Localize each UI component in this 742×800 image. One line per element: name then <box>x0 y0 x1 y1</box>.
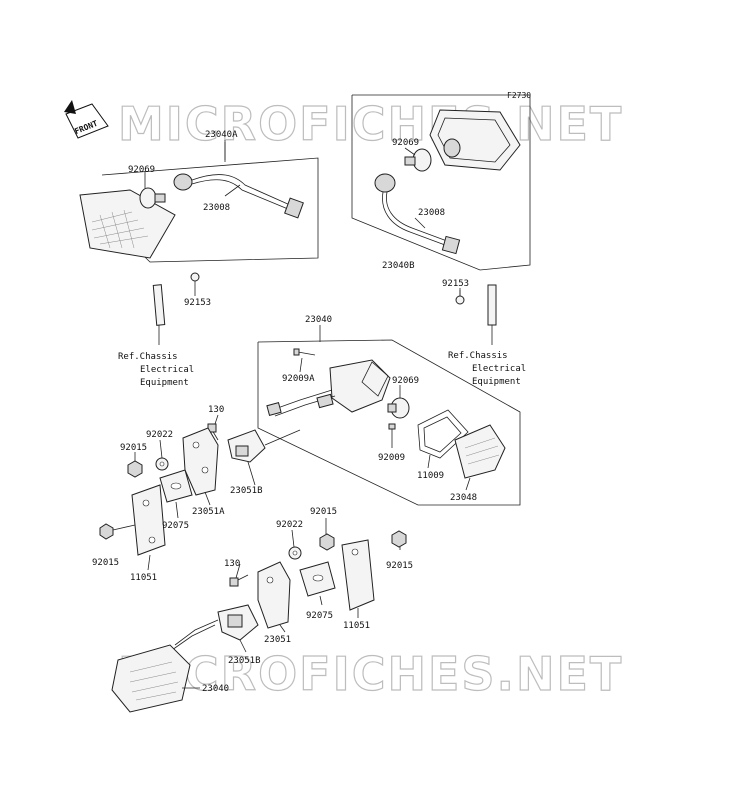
label-11009: 11009 <box>417 471 444 481</box>
label-92015-a: 92015 <box>120 443 147 453</box>
label-92069-b: 92069 <box>392 138 419 148</box>
svg-text:Electrical: Electrical <box>472 364 526 374</box>
label-92022-a: 92022 <box>146 430 173 440</box>
label-23040-top: 23040 <box>305 315 332 325</box>
label-23051A: 23051A <box>192 507 225 517</box>
ref-note-right: Ref.Chassis Electrical Equipment <box>448 351 526 387</box>
svg-text:Equipment: Equipment <box>472 377 521 387</box>
label-92015-b: 92015 <box>92 558 119 568</box>
label-130-a: 130 <box>208 405 224 415</box>
leader-lines <box>134 140 471 653</box>
label-23051B-a: 23051B <box>230 486 263 496</box>
figure-code: F2730 <box>507 91 531 100</box>
svg-text:Ref.Chassis: Ref.Chassis <box>118 352 178 362</box>
label-92009: 92009 <box>378 453 405 463</box>
watermark-top: MICROFICHES.NET <box>118 97 623 151</box>
label-23008-a: 23008 <box>203 203 230 213</box>
label-11051-a: 11051 <box>130 573 157 583</box>
label-92069-c: 92069 <box>392 376 419 386</box>
mount-bracket-upper <box>99 423 219 556</box>
label-92009A: 92009A <box>282 374 315 384</box>
label-11051-b: 11051 <box>343 621 370 631</box>
label-23051: 23051 <box>264 635 291 645</box>
label-92022-b: 92022 <box>276 520 303 530</box>
label-92153-b: 92153 <box>442 279 469 289</box>
left-rear-light-assembly <box>79 142 319 345</box>
label-23048: 23048 <box>450 493 477 503</box>
label-92075-b: 92075 <box>306 611 333 621</box>
front-arrow-icon: FRONT <box>64 100 109 139</box>
label-92069-a: 92069 <box>128 165 155 175</box>
label-23008-b: 23008 <box>418 208 445 218</box>
label-92075-a: 92075 <box>162 521 189 531</box>
label-23040-bottom: 23040 <box>202 684 229 694</box>
svg-text:Equipment: Equipment <box>140 378 189 388</box>
svg-text:Ref.Chassis: Ref.Chassis <box>448 351 508 361</box>
watermark-bottom: MICROFICHES.NET <box>118 647 623 701</box>
label-23051B-b: 23051B <box>228 656 261 666</box>
label-92153-a: 92153 <box>184 298 211 308</box>
ref-note-left: Ref.Chassis Electrical Equipment <box>118 352 194 388</box>
label-23040A: 23040A <box>205 130 238 140</box>
label-92015-d: 92015 <box>386 561 413 571</box>
right-rear-light-assembly <box>351 94 531 345</box>
mount-bracket-lower <box>111 530 407 713</box>
label-23040B: 23040B <box>382 261 415 271</box>
svg-text:Electrical: Electrical <box>140 365 194 375</box>
label-92015-c: 92015 <box>310 507 337 517</box>
label-130-b: 130 <box>224 559 240 569</box>
